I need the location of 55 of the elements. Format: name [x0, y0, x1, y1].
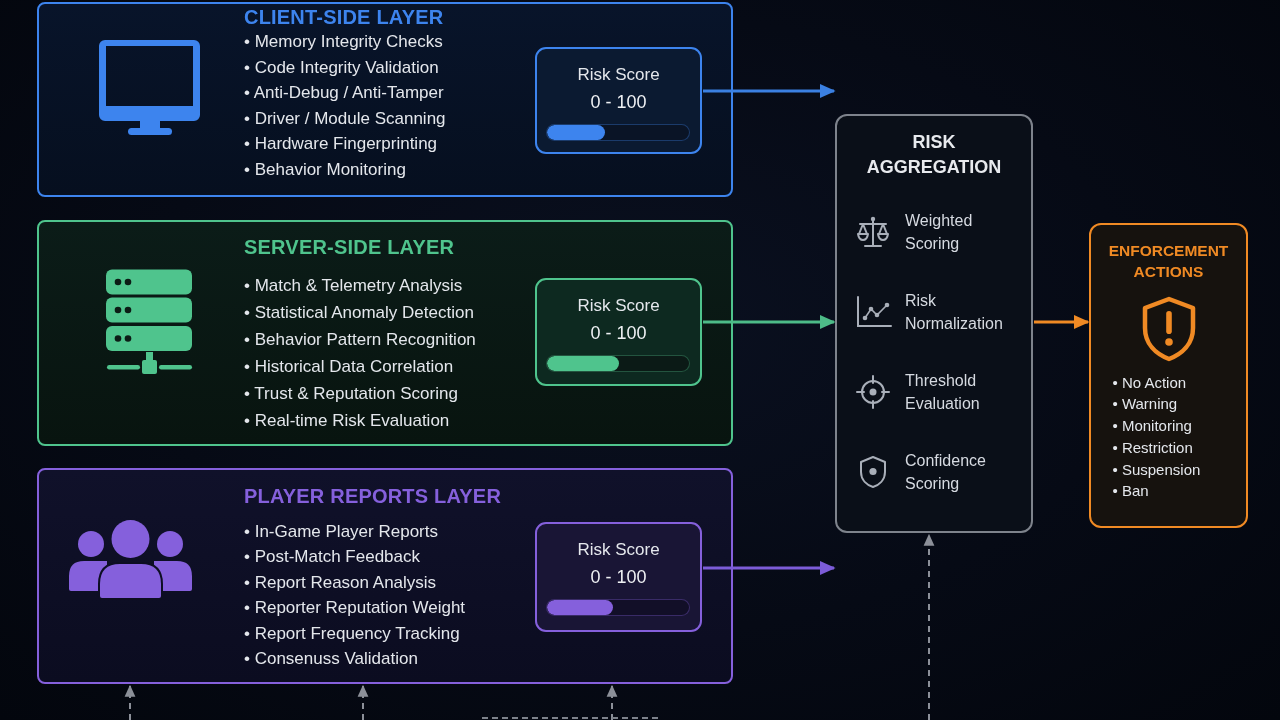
list-item: • Statistical Anomaly Detection: [244, 302, 474, 324]
list-item: • Behavior Monitoring: [244, 158, 406, 181]
score-value: 0 - 100: [590, 321, 647, 344]
list-item: • Historical Data Correlation: [244, 356, 454, 378]
layer-panel: [37, 220, 733, 446]
layer-panel: [37, 468, 733, 684]
score-value: 0 - 100: [590, 565, 647, 588]
aggregation-panel: [835, 114, 1033, 533]
list-item: • Warning: [1112, 394, 1178, 415]
step-label: Risk Normalization: [905, 291, 1003, 334]
step-label: Threshold Evaluation: [905, 371, 980, 414]
risk-score-card: [535, 278, 702, 386]
risk-score-card: [535, 47, 702, 154]
list-item: • Memory Integrity Checks: [244, 31, 443, 53]
arrow: [703, 83, 836, 99]
panel-title: ENFORCEMENT ACTIONS: [1108, 241, 1229, 282]
list-item: • Match & Telemetry Analysis: [244, 275, 463, 297]
list-item: • Report Frequency Tracking: [244, 622, 460, 645]
layer-panel: [37, 2, 733, 197]
list-item: • Hardware Fingerprinting: [244, 133, 438, 156]
layer-title: CLIENT-SIDE LAYER: [244, 6, 444, 28]
list-item: • Behavior Pattern Recognition: [244, 329, 476, 351]
list-item: • Driver / Module Scanning: [244, 107, 446, 130]
arrow: [1034, 314, 1090, 330]
list-item: • Restriction: [1112, 437, 1193, 458]
score-label: Risk Score: [577, 294, 660, 317]
list-item: • Reporter Reputation Weight: [244, 597, 466, 620]
layer-title: SERVER-SIDE LAYER: [244, 236, 455, 258]
panel-title: RISK AGGREGATION: [866, 131, 1002, 179]
score-label: Risk Score: [577, 538, 660, 561]
score-value: 0 - 100: [590, 90, 647, 113]
list-item: • Ban: [1112, 481, 1149, 502]
list-item: • Consenuss Validation: [244, 648, 418, 671]
layer-title: PLAYER REPORTS LAYER: [244, 485, 502, 507]
arrow: [703, 560, 836, 576]
enforcement-panel: [1089, 223, 1248, 528]
list-item: • Post-Match Feedback: [244, 546, 421, 569]
step-label: Weighted Scoring: [905, 211, 973, 254]
list-item: • No Action: [1112, 372, 1187, 393]
step-label: Confidence Scoring: [905, 451, 986, 494]
list-item: • In-Game Player Reports: [244, 521, 438, 543]
list-item: • Suspension: [1112, 459, 1201, 480]
dashed-arrow: [923, 533, 935, 720]
list-item: • Anti-Debug / Anti-Tamper: [244, 82, 444, 105]
score-label: Risk Score: [577, 63, 660, 86]
list-item: • Trust & Reputation Scoring: [244, 383, 458, 405]
dashed-arrow: [357, 684, 369, 720]
dashed-arrow: [124, 684, 136, 720]
list-item: • Code Integrity Validation: [244, 56, 439, 79]
dashed-arrow: [606, 684, 618, 720]
arrow: [703, 314, 836, 330]
list-item: • Monitoring: [1112, 416, 1192, 437]
risk-score-card: [535, 522, 702, 632]
list-item: • Real-time Risk Evaluation: [244, 410, 450, 432]
list-item: • Report Reason Analysis: [244, 571, 437, 594]
